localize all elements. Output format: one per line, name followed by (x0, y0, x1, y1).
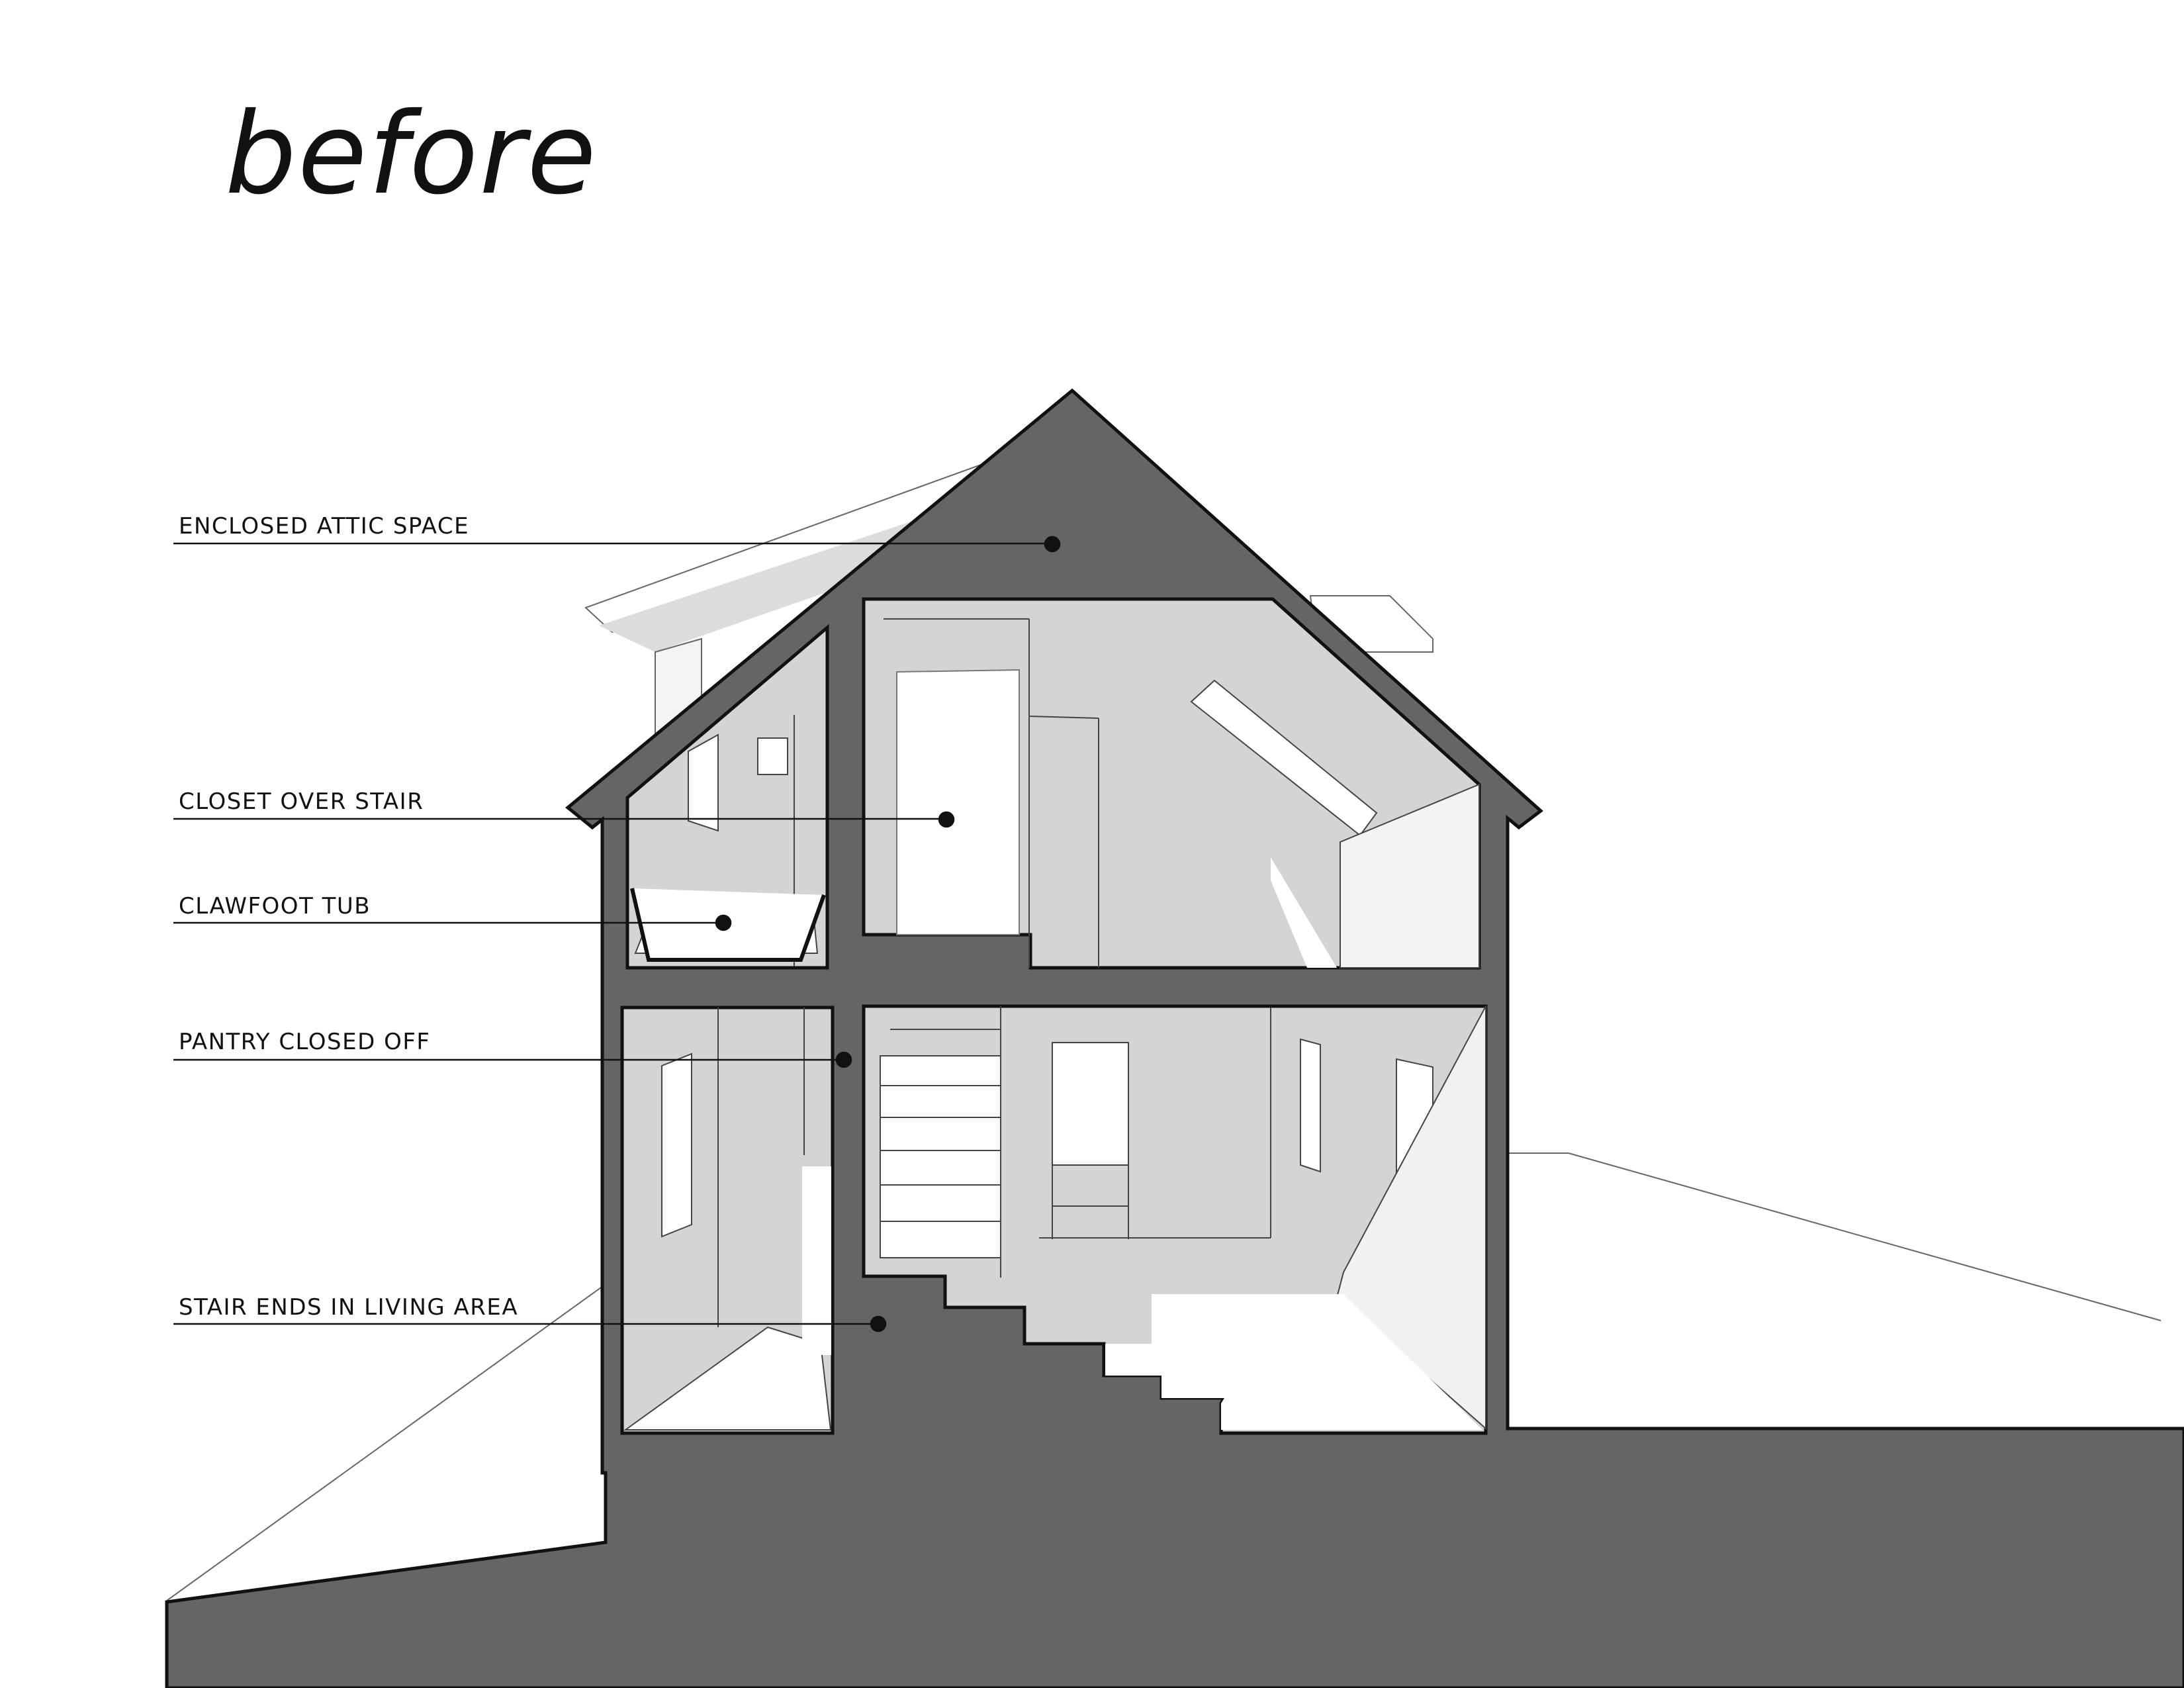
living-floor (1105, 1294, 1482, 1430)
callout-dot-tub (715, 914, 732, 931)
callout-leaders (173, 536, 1061, 1333)
bath-mirror (757, 737, 788, 775)
bedroom-side-wall (1340, 783, 1480, 968)
pantry-window (661, 1053, 692, 1238)
callout-label-attic: ENCLOSED ATTIC SPACE (179, 513, 470, 539)
ground-line-right-slope (1568, 1152, 2161, 1321)
living-window-1 (1300, 1038, 1321, 1173)
closet-door (896, 669, 1020, 935)
callout-label-pantry: PANTRY CLOSED OFF (179, 1029, 431, 1055)
callout-dot-attic (1044, 536, 1061, 553)
callout-leader-closet (173, 811, 955, 828)
callout-label-tub: CLAWFOOT TUB (179, 893, 371, 919)
callout-label-closet: CLOSET OVER STAIR (179, 788, 424, 815)
callout-dot-pantry (835, 1051, 852, 1068)
pantry-door-light (802, 1166, 831, 1355)
interior-detail (623, 618, 1486, 1430)
bedroom-floor-light (1271, 857, 1337, 968)
stair-treads (880, 1055, 1001, 1258)
page-title: before (225, 89, 598, 220)
callout-leader-tub (173, 914, 732, 931)
callout-dot-stair (870, 1315, 887, 1333)
callout-dot-closet (938, 811, 955, 828)
living-doorway (1052, 1042, 1129, 1166)
ground-line-left (166, 1284, 606, 1601)
callout-leader-pantry (173, 1051, 852, 1068)
living-side-wall (1336, 1006, 1486, 1430)
callout-label-stair: STAIR ENDS IN LIVING AREA (179, 1294, 519, 1321)
callout-leader-stair (173, 1315, 887, 1333)
callout-leader-attic (173, 536, 1061, 553)
bath-window (688, 733, 719, 832)
room-bath (625, 624, 829, 970)
